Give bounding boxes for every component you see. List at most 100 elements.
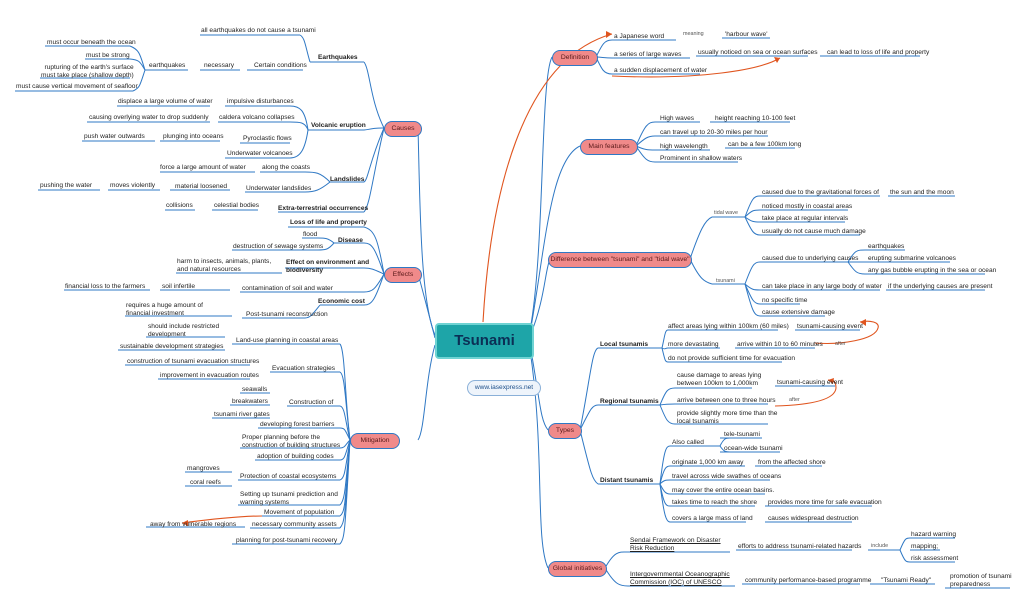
node-main-features[interactable]: Main features [580,139,638,155]
text: may cover the entire ocean basins. [672,487,775,494]
text: Construction of [289,399,334,406]
text: promotion of tsunami preparedness [950,573,1012,588]
text: arrive within 10 to 60 minutes [737,341,823,348]
text: risk assessment [911,555,959,562]
text: requires a huge amount of financial inve… [126,302,203,317]
text: Setting up tsunami prediction and warnin… [240,491,338,506]
text: earthquakes [149,62,186,69]
text: after [789,397,800,403]
text: seawalls [242,386,268,393]
ioc-text: Intergovernmental Oceanographic Commissi… [630,571,730,586]
text: "Tsunami Ready" [881,577,932,584]
text: sustainable development strategies [120,343,224,350]
node-causes[interactable]: Causes [384,121,422,137]
text: Pyroclastic flows [243,135,292,142]
text: Protection of coastal ecosystems [240,473,337,480]
text: the sun and the moon [890,189,954,196]
text: a Japanese word [614,33,665,40]
text: destruction of sewage systems [233,243,324,250]
text: away from vulnerable regions [150,521,237,528]
text: community performance-based programme [745,577,872,584]
text: financial loss to the farmers [65,283,146,290]
text: tsunami river gates [214,411,270,418]
text: impulsive disturbances [227,98,294,105]
text: caldera volcano collapses [219,114,295,121]
text: ocean-wide tsunami [724,445,783,452]
text: material loosened [175,183,228,190]
regional-heading: Regional tsunamis [600,398,659,405]
text: cause damage to areas lying between 100k… [677,372,762,387]
sendai-text: Sendai Framework on Disaster Risk Reduct… [630,537,721,552]
text: construction of tsunami evacuation struc… [127,358,260,365]
node-types[interactable]: Types [548,423,582,439]
node-global-initiatives[interactable]: Global initiatives [548,561,607,577]
text: adoption of building codes [257,453,334,460]
landslides-heading: Landslides [330,176,365,183]
text: displace a large volume of water [118,98,213,105]
central-topic[interactable]: Tsunami [435,323,534,359]
text: arrive between one to three hours [677,397,776,404]
text: rupturing of the earth's surface must ta… [41,64,134,79]
text: take place at regular intervals [762,215,849,222]
website-badge[interactable]: www.iasexpress.net [467,380,541,396]
text: Post-tsunami reconstruction [246,311,328,318]
text: any gas bubble erupting in the sea or oc… [868,267,997,274]
text: collisions [166,202,193,209]
text: moves violently [110,182,156,189]
text: caused due to underlying causes [762,255,859,262]
text: can be a few 100km long [728,141,802,148]
text: all earthquakes do not cause a tsunami [201,27,316,34]
text: a sudden displacement of water [614,67,708,74]
text: soil infertile [162,283,195,290]
text: a series of large waves [614,51,682,58]
text: mapping; [911,543,939,550]
text: contamination of soil and water [242,285,333,292]
text: takes time to reach the shore [672,499,758,506]
text: can take place in any large body of wate… [762,283,882,290]
text: no specific time [762,297,808,304]
text: from the affected shore [758,459,826,466]
node-difference[interactable]: Difference between "tsunami" and "tidal … [548,252,692,268]
text: should include restricted development [148,323,220,338]
text: after [835,341,846,347]
text: high wavelength [660,143,708,150]
local-heading: Local tsunamis [600,341,649,348]
text: Underwater landslides [246,185,312,192]
text: erupting submarine volcanoes [868,255,956,262]
text: Prominent in shallow waters [660,155,743,162]
node-effects[interactable]: Effects [384,267,422,283]
text: provides more time for safe evacuation [768,499,882,506]
text: provide slightly more time than the loca… [677,410,778,425]
text: flood [303,231,318,238]
text: coral reefs [190,479,221,486]
text: Also called [672,439,704,446]
text: force a large amount of water [160,164,246,171]
text: improvement in evacuation routes [160,372,259,379]
text: hazard warning [911,531,957,538]
disease-heading: Disease [338,237,363,244]
text: covers a large mass of land [672,515,753,522]
text: usually do not cause much damage [762,228,866,235]
text: can travel up to 20-30 miles per hour [660,129,768,136]
extra-terrestrial-heading: Extra-terrestrial occurrences [278,205,369,212]
text: along the coasts [262,164,311,171]
text: 'harbour wave' [725,31,768,38]
loss-heading: Loss of life and property [290,219,367,226]
text: necessary [204,62,235,69]
text: tidal wave [714,210,738,216]
text: noticed mostly in coastal areas [762,203,853,210]
volcanic-heading: Volcanic eruption [311,122,366,129]
text: mangroves [187,465,220,472]
text: efforts to address tsunami-related hazar… [738,543,862,550]
text: developing forest barriers [260,421,335,428]
text: must cause vertical movement of seafloor [16,83,138,90]
text: do not provide sufficient time for evacu… [668,355,796,362]
text: harm to insects, animals, plants, and na… [177,258,272,273]
text: tsunami-causing event [777,379,843,386]
text: originate 1,000 km away [672,459,744,466]
text: if the underlying causes are present [888,283,993,290]
node-definition[interactable]: Definition [552,50,598,66]
text: Proper planning before the construction … [242,434,341,449]
node-mitigation[interactable]: Mitigation [350,433,400,449]
text: tsunami [716,278,735,284]
